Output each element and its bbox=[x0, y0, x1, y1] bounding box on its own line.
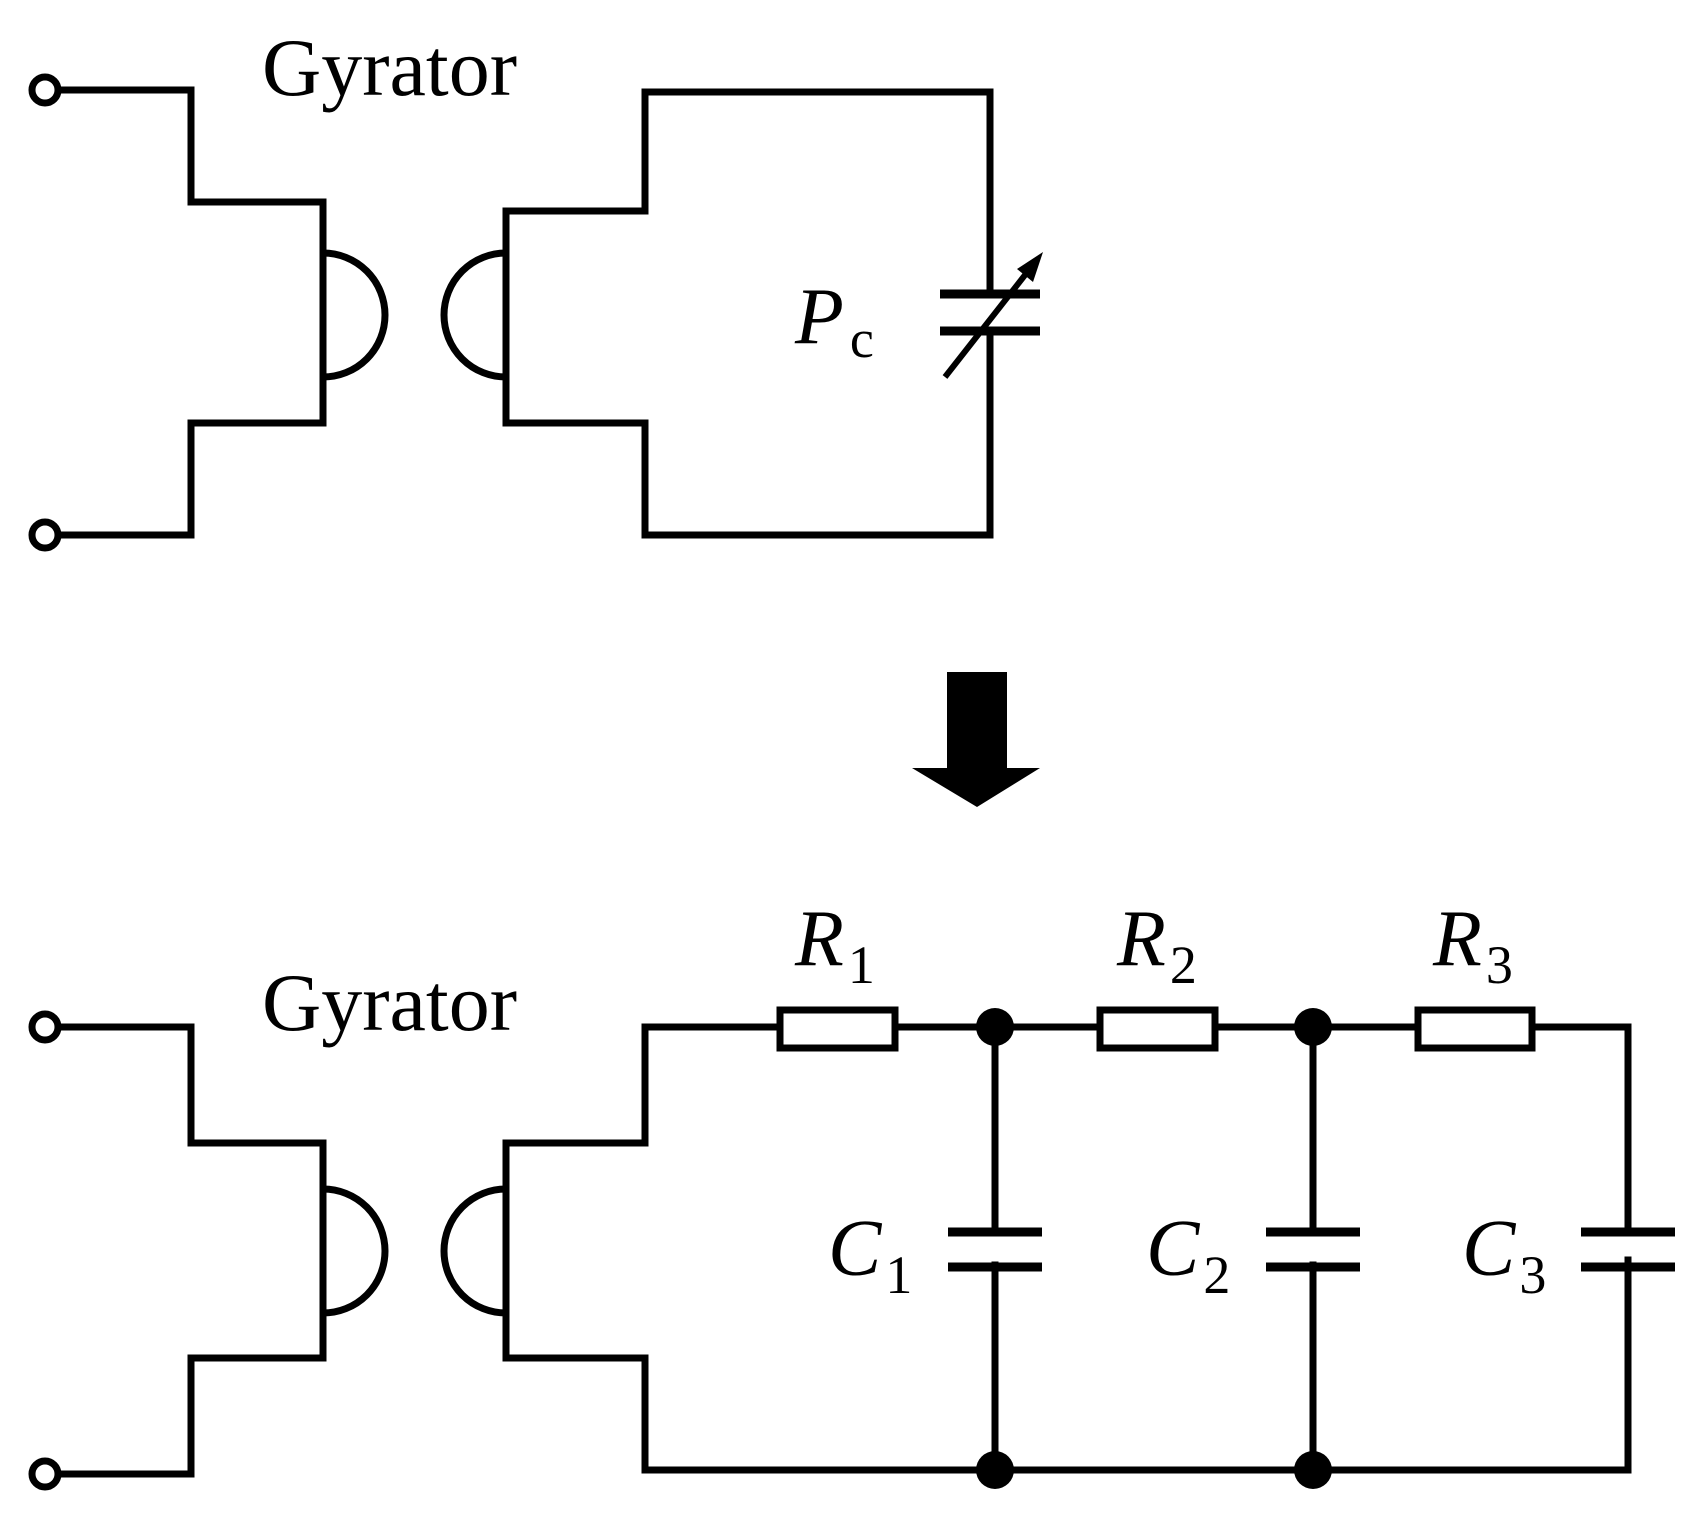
top-left-port-upper-wire bbox=[54, 86, 327, 539]
top-gyrator-label: Gyrator bbox=[262, 22, 517, 113]
bottom-gyrator-left-half-icon bbox=[319, 1185, 389, 1317]
top-gyrator-left-half-icon bbox=[319, 249, 389, 381]
resistor-r3-subscript: 3 bbox=[1486, 935, 1513, 995]
bottom-input-terminal-lower bbox=[28, 1457, 62, 1491]
capacitor-c1-label: C1 bbox=[828, 1205, 912, 1305]
bottom-input-terminal-upper bbox=[28, 1010, 62, 1044]
resistor-r2 bbox=[1096, 1006, 1219, 1052]
resistor-r1-subscript: 1 bbox=[848, 935, 875, 995]
resistor-r3-label: R3 bbox=[1432, 895, 1513, 995]
top-right-port-return-wire bbox=[502, 327, 994, 539]
capacitor-c2-subscript: 2 bbox=[1203, 1245, 1230, 1305]
resistor-r2-subscript: 2 bbox=[1170, 935, 1197, 995]
junction-dot-top-1 bbox=[976, 1008, 1014, 1046]
capacitor-c1-symbol: C bbox=[828, 1205, 883, 1293]
capacitor-c3-label: C3 bbox=[1462, 1205, 1546, 1305]
bottom-right-port-wire bbox=[502, 1023, 784, 1362]
bottom-gyrator-right-half-icon bbox=[440, 1185, 510, 1317]
bottom-return-wire bbox=[502, 1256, 1632, 1474]
resistor-r1-symbol: R bbox=[794, 895, 844, 983]
junction-dot-bottom-2 bbox=[1294, 1451, 1332, 1489]
capacitor-c2-label: C2 bbox=[1146, 1205, 1230, 1305]
resistor-r2-symbol: R bbox=[1116, 895, 1166, 983]
top-gyrator-right-half-icon bbox=[440, 249, 510, 381]
junction-dot-top-2 bbox=[1294, 1008, 1332, 1046]
resistor-r3 bbox=[1414, 1006, 1536, 1052]
bottom-circuit: Gyrator bbox=[28, 895, 1675, 1491]
top-capacitor-symbol: P bbox=[794, 273, 844, 361]
top-capacitor-subscript: c bbox=[850, 309, 874, 369]
resistor-r1 bbox=[776, 1006, 899, 1052]
top-input-terminal-upper bbox=[28, 73, 62, 107]
capacitor-c3-subscript: 3 bbox=[1519, 1245, 1546, 1305]
top-right-port-wire bbox=[502, 88, 994, 427]
variable-capacitor-arrow-icon bbox=[942, 252, 1043, 379]
capacitor-c1-subscript: 1 bbox=[885, 1245, 912, 1305]
resistor-r1-label: R1 bbox=[794, 895, 875, 995]
top-input-terminal-lower bbox=[28, 518, 62, 552]
capacitor-c2-symbol: C bbox=[1146, 1205, 1201, 1293]
resistor-r2-label: R2 bbox=[1116, 895, 1197, 995]
junction-dot-bottom-1 bbox=[976, 1451, 1014, 1489]
bottom-left-port-wire bbox=[54, 1023, 327, 1478]
down-arrow-icon bbox=[912, 672, 1040, 807]
rail-segment-3 bbox=[1528, 1023, 1632, 1236]
bottom-gyrator-label: Gyrator bbox=[262, 957, 517, 1048]
capacitor-c3-symbol: C bbox=[1462, 1205, 1517, 1293]
resistor-r3-symbol: R bbox=[1432, 895, 1482, 983]
